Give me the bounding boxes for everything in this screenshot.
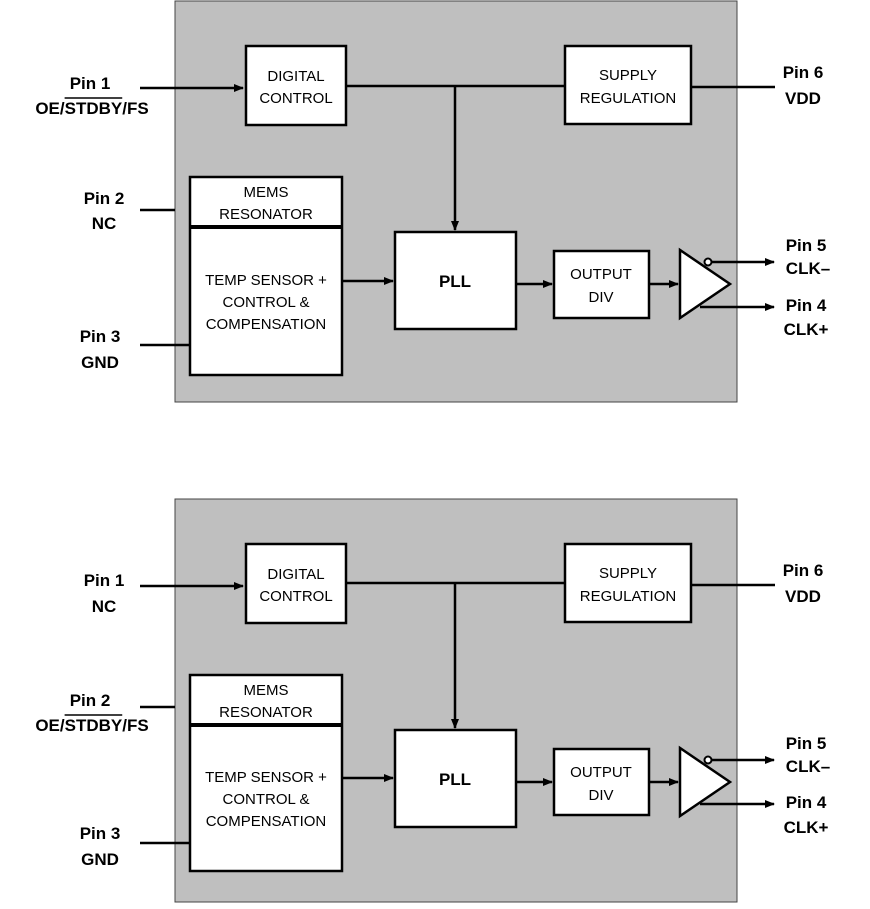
output-buffer-triangle [678,247,733,321]
pin1-name-overlined: STDBY [65,99,123,118]
digital-control-block [244,542,348,625]
supply-regulation-label-2: REGULATION [580,588,676,605]
pin4-name: CLK+ [784,818,829,837]
pin1-name: OE/STDBY/FS [35,99,148,118]
mems-resonator-block [188,673,344,873]
supply-regulation-label-1: SUPPLY [599,565,657,582]
temp-sensor-label-3: COMPENSATION [206,316,327,333]
pll-label: PLL [439,272,471,291]
pin3-name: GND [81,850,119,869]
output-div-block [552,249,651,320]
pll-block [393,230,518,331]
pin4-number: Pin 4 [786,296,827,315]
mems-label-1: MEMS [244,184,289,201]
pin6-number: Pin 6 [783,561,824,580]
output-div-label-1: OUTPUT [570,266,632,283]
pin6-name: VDD [785,89,821,108]
output-buffer-triangle [678,745,733,819]
temp-sensor-label-2: CONTROL & [223,294,310,311]
supply-regulation-block [563,44,693,126]
digital-control-label-2: CONTROL [259,588,332,605]
temp-sensor-label-2: CONTROL & [223,791,310,808]
output-div-label-2: DIV [588,787,613,804]
supply-regulation-label-1: SUPPLY [599,67,657,84]
pin4-number: Pin 4 [786,793,827,812]
mems-label-1: MEMS [244,682,289,699]
pin3-number: Pin 3 [80,327,121,346]
diagram-top: Pin 1 OE/STDBY/FS Pin 2 NC Pin 3 GND Pin… [35,0,830,403]
supply-regulation-block [563,542,693,624]
output-div-label-2: DIV [588,289,613,306]
temp-sensor-label-3: COMPENSATION [206,813,327,830]
pin6-name: VDD [785,587,821,606]
diagram-bottom: Pin 1 NC Pin 2 OE/STDBY/FS Pin 3 GND Pin… [35,498,830,903]
pll-label: PLL [439,770,471,789]
digital-control-label-2: CONTROL [259,90,332,107]
inverting-bubble [703,755,713,765]
pin2-number: Pin 2 [84,189,125,208]
output-div-block [552,747,651,817]
pin4-name: CLK+ [784,320,829,339]
pin6-number: Pin 6 [783,63,824,82]
mems-label-2: RESONATOR [219,206,313,223]
pin1-number: Pin 1 [70,74,111,93]
pin5-name: CLK– [786,259,830,278]
pin2-name-overlined: STDBY [65,716,123,735]
temp-sensor-label-1: TEMP SENSOR + [205,769,327,786]
pin5-number: Pin 5 [786,236,827,255]
digital-control-label-1: DIGITAL [267,68,324,85]
pin5-number: Pin 5 [786,734,827,753]
pin1-name: NC [92,597,117,616]
pin1-number: Pin 1 [84,571,125,590]
pin5-name: CLK– [786,757,830,776]
pin2-name: NC [92,214,117,233]
pin2-name: OE/STDBY/FS [35,716,148,735]
mems-resonator-block [188,175,344,377]
pin2-number: Pin 2 [70,691,111,710]
digital-control-block [244,44,348,127]
pll-block [393,728,518,829]
digital-control-label-1: DIGITAL [267,566,324,583]
mems-label-2: RESONATOR [219,704,313,721]
temp-sensor-label-1: TEMP SENSOR + [205,272,327,289]
output-div-label-1: OUTPUT [570,764,632,781]
pin3-number: Pin 3 [80,824,121,843]
supply-regulation-label-2: REGULATION [580,90,676,107]
inverting-bubble [703,257,713,267]
pin3-name: GND [81,353,119,372]
